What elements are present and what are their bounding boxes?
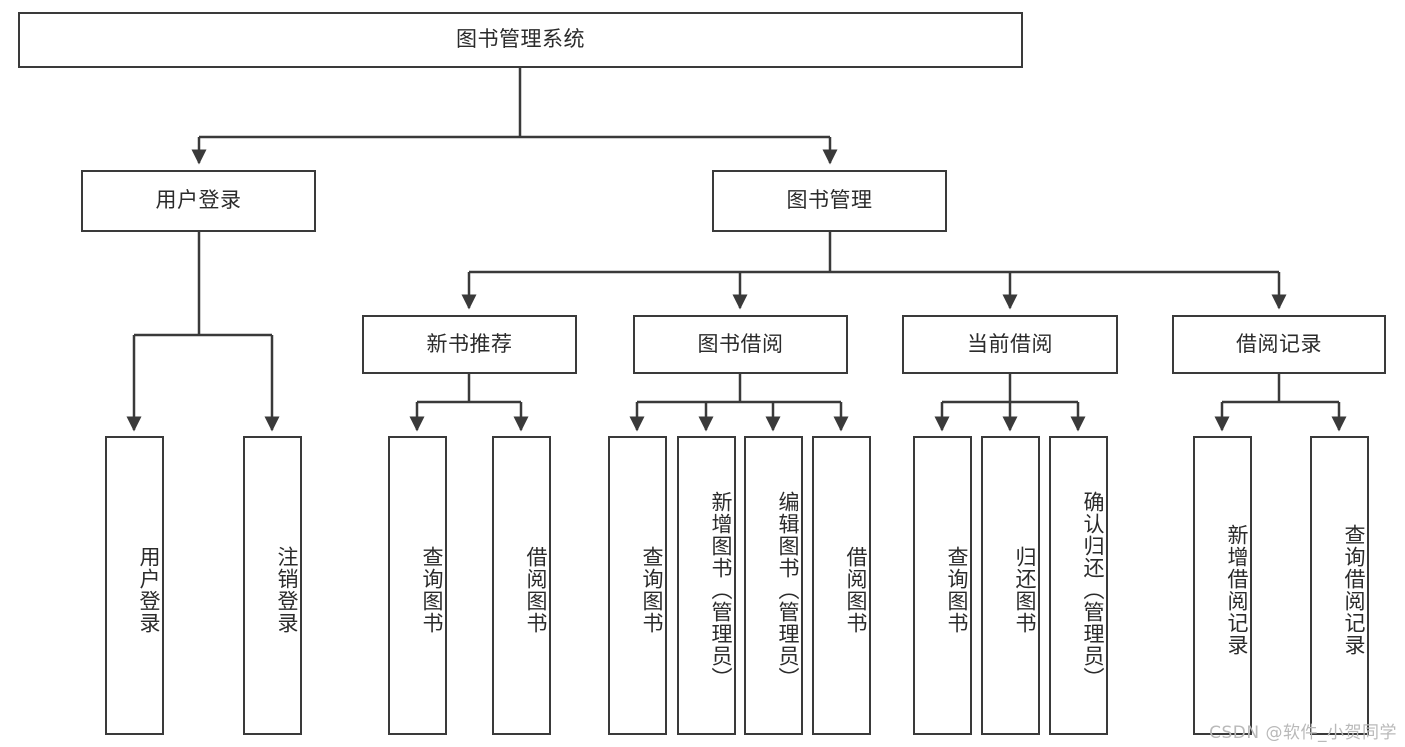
node-label: 归还图书 xyxy=(1013,545,1037,634)
node-label: 编辑图书（管理员） xyxy=(776,490,800,689)
leaf-new-book-query[interactable]: 查询图书 xyxy=(388,436,447,735)
leaf-records-add-record[interactable]: 新增借阅记录 xyxy=(1193,436,1252,735)
node-label: 确认归还（管理员） xyxy=(1081,490,1105,689)
node-label: 当前借阅 xyxy=(967,331,1053,356)
node-label: 新增图书（管理员） xyxy=(709,490,733,689)
node-book-management[interactable]: 图书管理 xyxy=(712,170,947,232)
node-label: 查询图书 xyxy=(945,545,969,634)
node-label: 查询借阅记录 xyxy=(1342,523,1366,656)
leaf-current-confirm-return-admin[interactable]: 确认归还（管理员） xyxy=(1049,436,1108,735)
node-label: 借阅图书 xyxy=(524,545,548,634)
node-label: 图书管理 xyxy=(786,188,873,213)
leaf-borrow-add-book-admin[interactable]: 新增图书（管理员） xyxy=(677,436,736,735)
node-root-book-management-system[interactable]: 图书管理系统 xyxy=(18,12,1023,68)
node-current-borrow[interactable]: 当前借阅 xyxy=(902,315,1118,374)
node-label: 借阅图书 xyxy=(844,545,868,634)
leaf-records-query-record[interactable]: 查询借阅记录 xyxy=(1310,436,1369,735)
node-label: 用户登录 xyxy=(137,545,161,634)
node-borrow-records[interactable]: 借阅记录 xyxy=(1172,315,1386,374)
leaf-new-book-borrow[interactable]: 借阅图书 xyxy=(492,436,551,735)
node-label: 新书推荐 xyxy=(426,331,513,356)
leaf-borrow-borrow-book[interactable]: 借阅图书 xyxy=(812,436,871,735)
node-label: 借阅记录 xyxy=(1236,331,1322,356)
node-label: 查询图书 xyxy=(640,545,664,634)
node-label: 新增借阅记录 xyxy=(1225,523,1249,656)
node-label: 查询图书 xyxy=(420,545,444,634)
leaf-current-query-book[interactable]: 查询图书 xyxy=(913,436,972,735)
leaf-user-login-logout[interactable]: 注销登录 xyxy=(243,436,302,735)
leaf-user-login-login[interactable]: 用户登录 xyxy=(105,436,164,735)
node-book-borrow[interactable]: 图书借阅 xyxy=(633,315,848,374)
leaf-current-return-book[interactable]: 归还图书 xyxy=(981,436,1040,735)
node-label: 图书借阅 xyxy=(697,331,784,356)
node-label: 用户登录 xyxy=(155,188,242,213)
node-label: 注销登录 xyxy=(275,545,299,634)
leaf-borrow-edit-book-admin[interactable]: 编辑图书（管理员） xyxy=(744,436,803,735)
node-label: 图书管理系统 xyxy=(456,27,585,52)
node-user-login[interactable]: 用户登录 xyxy=(81,170,316,232)
leaf-borrow-query-book[interactable]: 查询图书 xyxy=(608,436,667,735)
node-new-book-recommend[interactable]: 新书推荐 xyxy=(362,315,577,374)
